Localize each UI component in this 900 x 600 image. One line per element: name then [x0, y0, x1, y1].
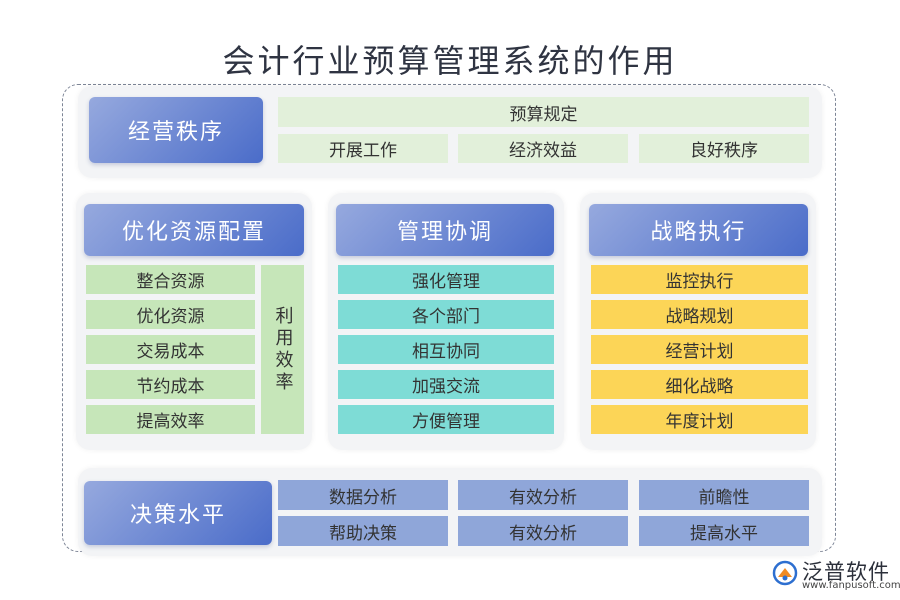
- item-resource-2: 优化资源: [86, 300, 255, 329]
- item-operation-3: 良好秩序: [639, 134, 809, 163]
- fanpu-logo-icon: [772, 560, 798, 586]
- brand-logo: 泛普软件 www.fanpusoft.com: [768, 554, 900, 594]
- header-resource: 优化资源配置: [84, 204, 304, 256]
- item-strategy-4: 细化战略: [591, 370, 808, 399]
- item-coordination-4: 加强交流: [338, 370, 554, 399]
- item-resource-1: 整合资源: [86, 265, 255, 294]
- item-operation-top: 预算规定: [278, 97, 809, 127]
- header-operation: 经营秩序: [89, 97, 263, 163]
- item-resource-4: 节约成本: [86, 370, 255, 399]
- item-strategy-2: 战略规划: [591, 300, 808, 329]
- logo-name: 泛普软件: [802, 560, 890, 584]
- item-decision-r1-2: 有效分析: [458, 480, 628, 510]
- item-decision-r2-3: 提高水平: [639, 516, 809, 546]
- logo-url: www.fanpusoft.com: [802, 580, 900, 591]
- item-decision-r1-1: 数据分析: [278, 480, 448, 510]
- item-decision-r2-2: 有效分析: [458, 516, 628, 546]
- header-strategy: 战略执行: [589, 204, 808, 256]
- header-coordination: 管理协调: [336, 204, 554, 256]
- item-strategy-3: 经营计划: [591, 335, 808, 364]
- item-operation-1: 开展工作: [278, 134, 448, 163]
- item-decision-r1-3: 前瞻性: [639, 480, 809, 510]
- side-label-text: 利用效率: [272, 305, 294, 394]
- item-strategy-1: 监控执行: [591, 265, 808, 294]
- side-label-efficiency: 利用效率: [261, 265, 304, 434]
- item-coordination-3: 相互协同: [338, 335, 554, 364]
- item-resource-5: 提高效率: [86, 405, 255, 434]
- item-coordination-5: 方便管理: [338, 405, 554, 434]
- item-coordination-1: 强化管理: [338, 265, 554, 294]
- item-resource-3: 交易成本: [86, 335, 255, 364]
- header-decision: 决策水平: [84, 481, 272, 545]
- item-operation-2: 经济效益: [458, 134, 628, 163]
- item-decision-r2-1: 帮助决策: [278, 516, 448, 546]
- item-coordination-2: 各个部门: [338, 300, 554, 329]
- page-title: 会计行业预算管理系统的作用: [222, 42, 678, 80]
- item-strategy-5: 年度计划: [591, 405, 808, 434]
